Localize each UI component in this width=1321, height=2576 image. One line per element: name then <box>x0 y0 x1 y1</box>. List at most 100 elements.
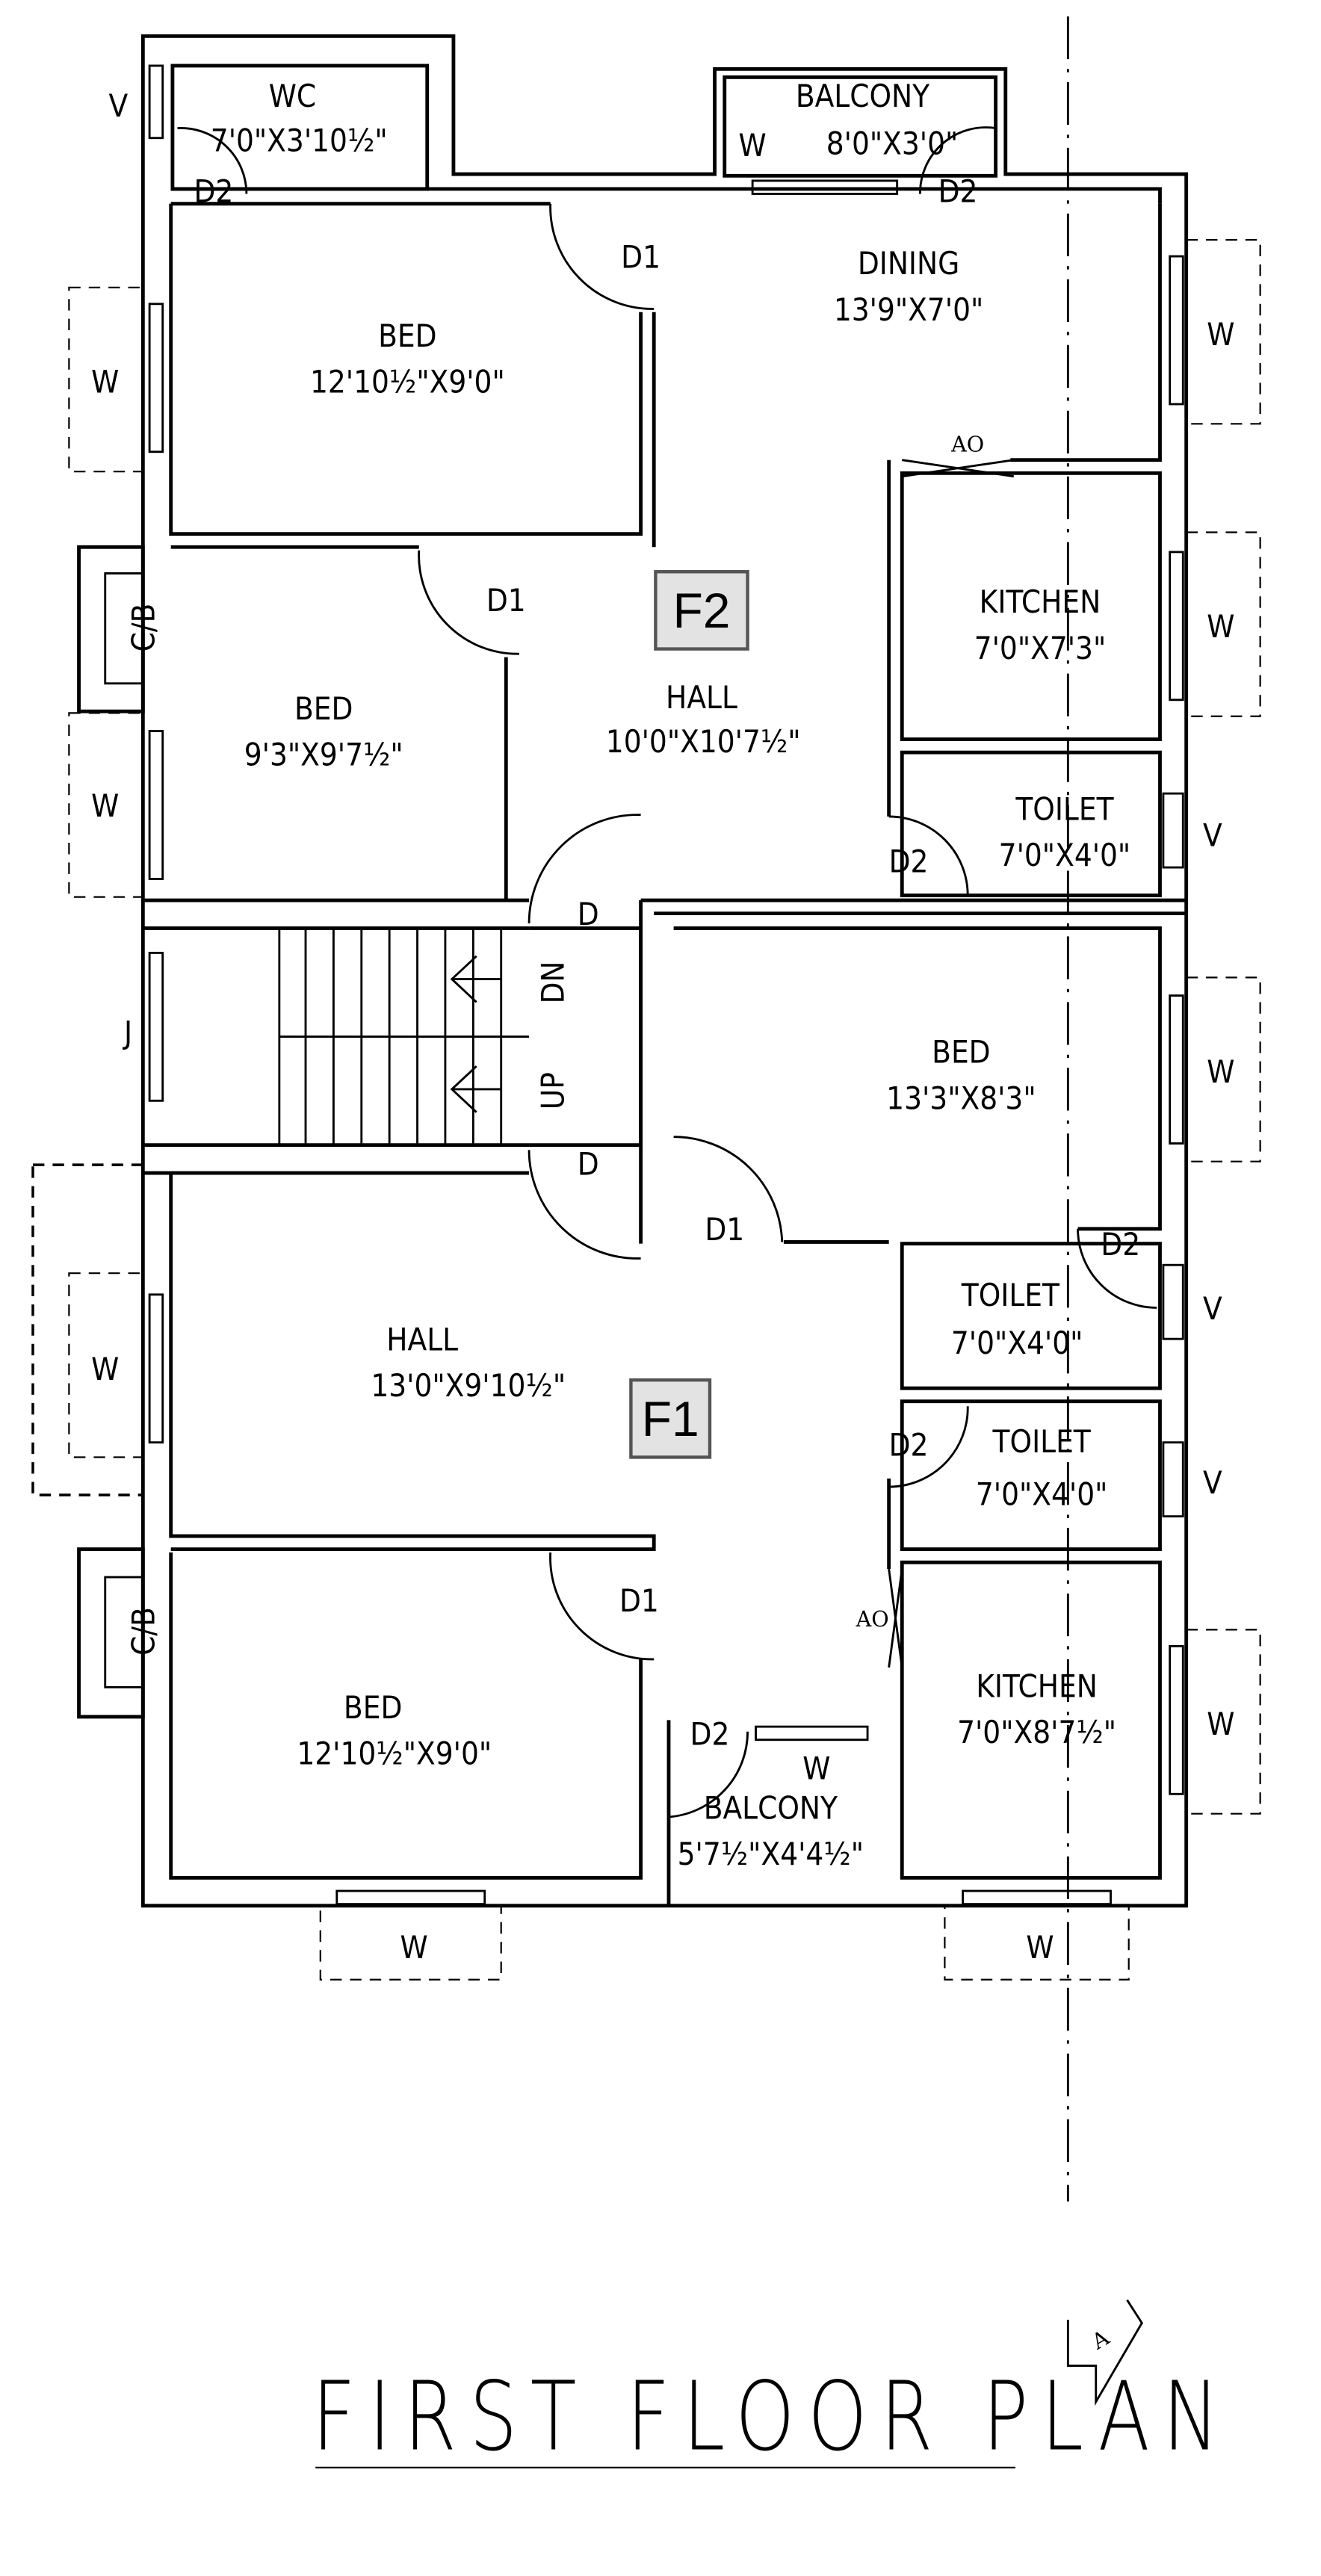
window-mark: W <box>1207 1053 1234 1090</box>
arch-opening <box>902 459 1014 478</box>
room-size: 7'0"X4'0" <box>999 837 1131 873</box>
room-name: BED <box>378 318 436 354</box>
room-name: KITCHEN <box>980 583 1101 620</box>
room-name: HALL <box>666 679 737 716</box>
room-labels: WC 7'0"X3'10½" BALCONY 8'0"X3'0" DINING … <box>211 78 1130 1872</box>
window-mark: W <box>1026 1929 1054 1966</box>
flat-tag-box <box>654 570 749 651</box>
room-name: BED <box>294 690 353 727</box>
kitchen-f1-room <box>900 1560 1162 1880</box>
arch-opening-mark: AO <box>950 432 984 457</box>
door-swing <box>919 126 996 194</box>
arch-opening-mark: AO <box>856 1606 889 1632</box>
door-mark: D2 <box>690 1715 730 1752</box>
room-size: 7'0"X4'0" <box>951 1325 1083 1361</box>
door-mark: D2 <box>889 1426 929 1463</box>
room-name: TOILET <box>961 1277 1060 1313</box>
room-size: 13'0"X9'10½" <box>371 1367 566 1404</box>
door-swing <box>888 815 969 896</box>
door-mark: D <box>578 896 599 932</box>
bed-wall <box>169 203 643 536</box>
toilet-f2-room <box>900 750 1162 897</box>
door-mark: D2 <box>194 173 233 209</box>
ventilator-mark: V <box>1203 817 1222 853</box>
doors <box>177 126 1157 1818</box>
balcony-top-room <box>723 75 998 178</box>
door-swing <box>668 1731 749 1818</box>
room-name: WC <box>269 78 316 114</box>
room-size: 12'10½"X9'0" <box>310 364 505 400</box>
room-name: HALL <box>386 1322 458 1358</box>
window-mark: W <box>91 1351 119 1387</box>
room-size: 7'0"X7'3" <box>974 630 1107 666</box>
arrow-up-icon <box>450 1065 501 1113</box>
room-name: TOILET <box>1015 790 1114 827</box>
room-size: 12'10½"X9'0" <box>297 1736 492 1772</box>
room-size: 13'9"X7'0" <box>834 291 983 328</box>
flat-tag-box <box>629 1378 712 1459</box>
door-swing <box>673 1136 784 1242</box>
room-size: 7'0"X8'7½" <box>957 1714 1116 1750</box>
window-mark: W <box>802 1750 830 1786</box>
room-size: 9'3"X9'7½" <box>244 737 403 773</box>
window-mark: W <box>91 787 119 824</box>
ventilator-mark: V <box>108 87 128 124</box>
room-size: 5'7½"X4'4½" <box>678 1836 864 1872</box>
door-mark: D <box>578 1145 599 1182</box>
cupboard-mark: C/B <box>126 604 162 652</box>
inner-wall <box>170 187 1162 204</box>
door-swing <box>528 814 641 923</box>
door-mark: D2 <box>889 843 929 880</box>
room-name: BALCONY <box>796 78 930 114</box>
cupboard <box>104 1576 144 1688</box>
toilet-f1-a-room <box>900 1242 1162 1390</box>
plan-title: FIRST FLOOR PLAN <box>312 2362 1232 2473</box>
staircase <box>278 928 530 1145</box>
ventilator-mark: V <box>1203 1290 1222 1327</box>
cupboard-mark: C/B <box>126 1607 162 1656</box>
arch-opening <box>888 1568 903 1668</box>
window-mark: W <box>1207 1706 1234 1742</box>
window-mark: W <box>1207 316 1234 353</box>
door-mark: D1 <box>705 1211 744 1248</box>
bed-f1-b-wall <box>169 1552 643 1880</box>
door-mark: D1 <box>486 582 526 619</box>
door-mark: D1 <box>621 238 660 275</box>
door-mark: D2 <box>938 173 978 209</box>
room-name: BALCONY <box>704 1789 838 1826</box>
room-size: 7'0"X4'0" <box>976 1476 1108 1512</box>
stair-projection <box>31 1163 145 1496</box>
room-name: TOILET <box>992 1423 1092 1460</box>
kitchen-f2-room <box>900 471 1162 741</box>
room-size: 8'0"X3'0" <box>826 126 959 162</box>
room-size: 10'0"X10'7½" <box>606 723 801 760</box>
hall-f1-wall <box>169 1173 656 1552</box>
window-mark: W <box>739 127 767 164</box>
door-swing <box>1077 1228 1157 1309</box>
bed-f1-wall <box>673 926 1162 1231</box>
jaali-mark: J <box>123 1014 132 1050</box>
door-swing <box>418 550 519 655</box>
room-name: DINING <box>858 245 959 282</box>
door-swing <box>888 1406 969 1488</box>
cupboard <box>104 572 144 685</box>
section-label: A <box>1086 2324 1113 2354</box>
outer-wall <box>140 34 1189 1908</box>
door-swing <box>528 1150 641 1260</box>
window-mark: W <box>1207 608 1234 645</box>
door-mark: D2 <box>1101 1226 1140 1263</box>
flat-tag-f2: F2 <box>672 583 730 638</box>
window-mark: W <box>91 364 119 400</box>
arrow-down-icon <box>450 955 501 1003</box>
door-swing <box>549 1552 655 1661</box>
stair-up-label: UP <box>534 1072 571 1109</box>
room-name: KITCHEN <box>976 1668 1098 1705</box>
room-size: 13'3"X8'3" <box>886 1080 1036 1116</box>
ventilator-mark: V <box>1203 1464 1222 1501</box>
door-mark: D1 <box>619 1582 659 1619</box>
symbol-marks: V D2 W D2 D1 W W AO D1 W W V D2 D DN UP … <box>91 87 1234 1966</box>
toilet-f1-b-room <box>900 1399 1162 1552</box>
rooms <box>143 64 1187 1906</box>
window-mark: W <box>400 1929 428 1966</box>
